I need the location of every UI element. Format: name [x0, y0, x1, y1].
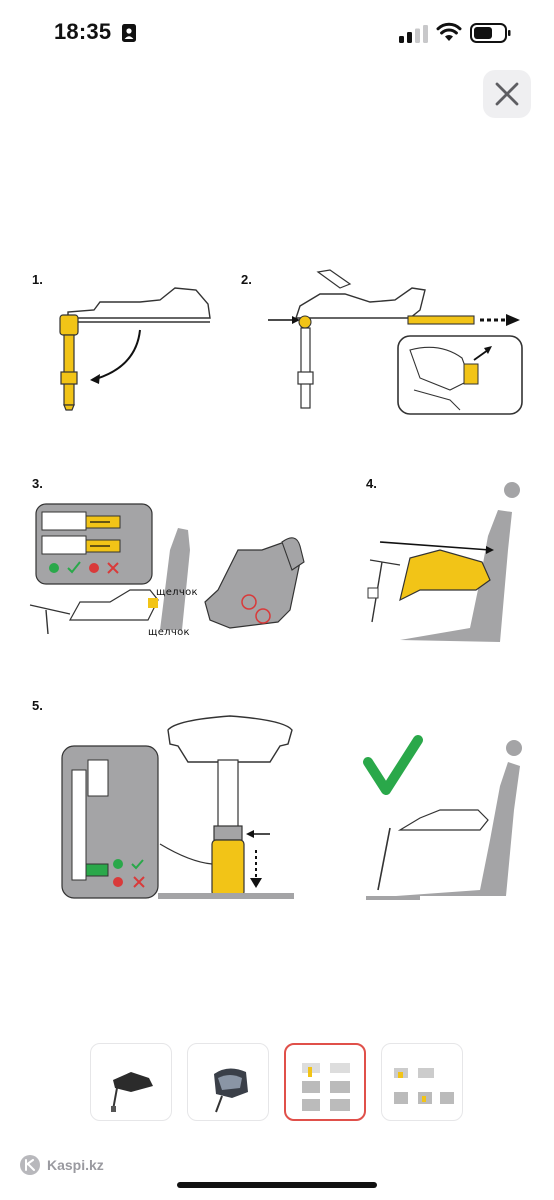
kaspi-logo-icon	[20, 1155, 40, 1175]
step-1-illustration	[59, 287, 211, 411]
thumbnail-4[interactable]	[381, 1043, 463, 1121]
step-2-illustration	[268, 269, 523, 415]
status-bar: 18:35	[0, 0, 554, 66]
car-seat-thumbnail-icon	[214, 1068, 248, 1113]
step-1-label: 1.	[32, 272, 43, 287]
step-3-illustration	[29, 503, 305, 635]
brand-watermark: Kaspi.kz	[20, 1153, 104, 1177]
thumbnail-3-selected[interactable]	[284, 1043, 366, 1121]
installation-diagram	[29, 269, 523, 900]
brand-name: Kaspi.kz	[47, 1157, 104, 1173]
step-4-label: 4.	[366, 476, 377, 491]
manual-page-2-thumbnail-icon	[394, 1068, 454, 1104]
close-button[interactable]	[483, 70, 531, 118]
step-3-label: 3.	[32, 476, 43, 491]
home-indicator[interactable]	[177, 1182, 377, 1188]
close-icon	[495, 82, 519, 106]
wifi-icon	[436, 22, 462, 41]
step-4-illustration	[367, 482, 520, 642]
cellular-signal-icon	[399, 25, 428, 43]
manual-page-thumbnail-icon	[302, 1063, 350, 1111]
contact-card-icon	[122, 24, 136, 42]
thumbnail-2[interactable]	[187, 1043, 269, 1121]
thumbnail-1[interactable]	[90, 1043, 172, 1121]
step-2-label: 2.	[241, 272, 252, 287]
step-5-label: 5.	[32, 698, 43, 713]
isofix-base-thumbnail-icon	[111, 1072, 153, 1112]
status-time: 18:35	[54, 19, 112, 44]
click-sound-label-bottom: щелчок	[148, 627, 190, 638]
battery-icon	[470, 23, 511, 43]
image-thumbnails	[0, 1043, 554, 1123]
click-sound-label-top: щелчок	[156, 587, 198, 598]
instruction-manual-image: 1. 2. 3. 4. 5. щелчок щелчок	[0, 250, 554, 930]
step-5-illustration	[61, 715, 522, 900]
